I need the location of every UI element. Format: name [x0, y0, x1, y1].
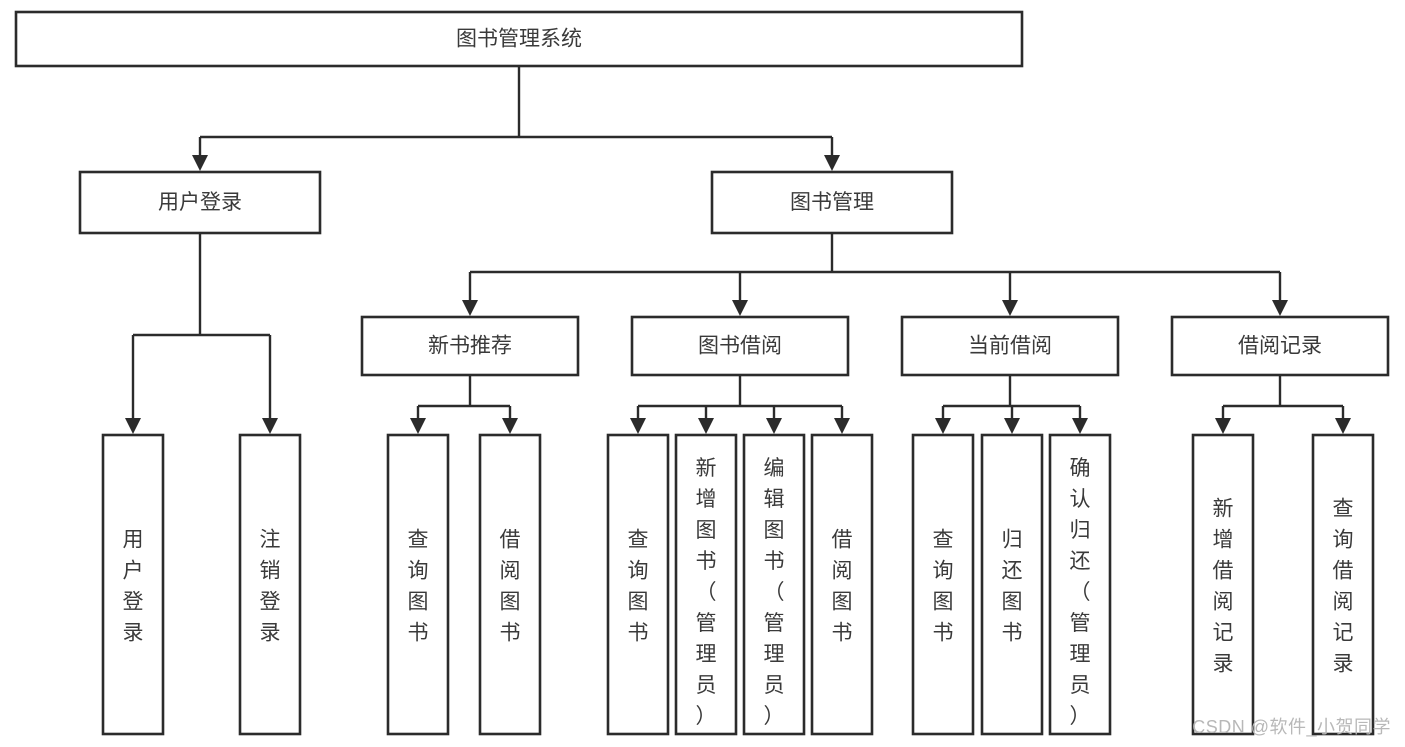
- node-l2_1[interactable]: 图书借阅: [630, 315, 850, 377]
- node-l1_1[interactable]: 图书管理: [710, 170, 954, 235]
- node-label: 新书推荐: [428, 335, 512, 358]
- node-label: 归还图书: [1002, 529, 1023, 645]
- node-leaf_4[interactable]: 查询图书: [606, 433, 670, 736]
- node-l2_2[interactable]: 当前借阅: [900, 315, 1120, 377]
- node-label: 借阅记录: [1238, 335, 1322, 358]
- node-leaf_3[interactable]: 借阅图书: [478, 433, 542, 736]
- arrow-head-icon: [262, 418, 278, 434]
- node-label: 确认归还（管理员）: [1070, 457, 1091, 728]
- arrow-head-icon: [462, 300, 478, 316]
- arrow-head-icon: [502, 418, 518, 434]
- node-leaf_6[interactable]: 编辑图书（管理员）: [742, 433, 806, 736]
- node-box[interactable]: [14, 10, 1024, 68]
- node-leaf_8[interactable]: 查询图书: [911, 433, 975, 736]
- arrow-head-icon: [1004, 418, 1020, 434]
- node-label: 查询图书: [408, 529, 429, 645]
- node-label: 新增借阅记录: [1213, 498, 1234, 676]
- node-leaf_7[interactable]: 借阅图书: [810, 433, 874, 736]
- node-box[interactable]: [478, 433, 542, 736]
- node-box[interactable]: [710, 170, 954, 235]
- arrow-head-icon: [1335, 418, 1351, 434]
- node-label: 新增图书（管理员）: [696, 457, 717, 728]
- node-box[interactable]: [238, 433, 302, 736]
- node-box[interactable]: [606, 433, 670, 736]
- node-label: 查询图书: [933, 529, 954, 645]
- node-leaf_12[interactable]: 查询借阅记录: [1311, 433, 1375, 736]
- node-label: 查询借阅记录: [1333, 498, 1354, 676]
- watermark-label: CSDN @软件_小贺同学: [1192, 717, 1391, 737]
- node-label: 注销登录: [260, 529, 281, 645]
- arrow-head-icon: [1002, 300, 1018, 316]
- arrow-head-icon: [630, 418, 646, 434]
- connector-layer: [125, 66, 1351, 434]
- node-l2_0[interactable]: 新书推荐: [360, 315, 580, 377]
- node-box[interactable]: [810, 433, 874, 736]
- node-leaf_10[interactable]: 确认归还（管理员）: [1048, 433, 1112, 736]
- node-label: 编辑图书（管理员）: [764, 457, 785, 728]
- node-leaf_11[interactable]: 新增借阅记录: [1191, 433, 1255, 736]
- node-box[interactable]: [101, 433, 165, 736]
- node-leaf_9[interactable]: 归还图书: [980, 433, 1044, 736]
- node-label: 用户登录: [158, 191, 242, 214]
- node-box[interactable]: [78, 170, 322, 235]
- node-label: 借阅图书: [500, 529, 521, 645]
- node-leaf_1[interactable]: 注销登录: [238, 433, 302, 736]
- arrow-head-icon: [935, 418, 951, 434]
- node-label: 用户登录: [123, 529, 144, 645]
- arrow-head-icon: [1215, 418, 1231, 434]
- node-leaf_5[interactable]: 新增图书（管理员）: [674, 433, 738, 736]
- node-root[interactable]: 图书管理系统: [14, 10, 1024, 68]
- node-label: 当前借阅: [968, 335, 1052, 358]
- node-box[interactable]: [742, 433, 806, 736]
- arrow-head-icon: [698, 418, 714, 434]
- arrow-head-icon: [125, 418, 141, 434]
- node-box[interactable]: [911, 433, 975, 736]
- arrow-head-icon: [1272, 300, 1288, 316]
- arrow-head-icon: [192, 155, 208, 171]
- node-label: 图书借阅: [698, 335, 782, 358]
- node-l2_3[interactable]: 借阅记录: [1170, 315, 1390, 377]
- node-box[interactable]: [674, 433, 738, 736]
- node-box[interactable]: [1311, 433, 1375, 736]
- node-box[interactable]: [386, 433, 450, 736]
- arrow-head-icon: [824, 155, 840, 171]
- node-box[interactable]: [980, 433, 1044, 736]
- node-box[interactable]: [900, 315, 1120, 377]
- node-box[interactable]: [1048, 433, 1112, 736]
- node-leaf_2[interactable]: 查询图书: [386, 433, 450, 736]
- node-box[interactable]: [360, 315, 580, 377]
- node-label: 查询图书: [628, 529, 649, 645]
- node-box[interactable]: [1170, 315, 1390, 377]
- node-l1_0[interactable]: 用户登录: [78, 170, 322, 235]
- node-box[interactable]: [630, 315, 850, 377]
- node-label: 图书管理系统: [456, 28, 582, 51]
- arrow-head-icon: [410, 418, 426, 434]
- arrow-head-icon: [766, 418, 782, 434]
- node-label: 借阅图书: [832, 529, 853, 645]
- node-box[interactable]: [1191, 433, 1255, 736]
- arrow-head-icon: [732, 300, 748, 316]
- node-leaf_0[interactable]: 用户登录: [101, 433, 165, 736]
- node-label: 图书管理: [790, 191, 874, 214]
- arrow-head-icon: [1072, 418, 1088, 434]
- arrow-head-icon: [834, 418, 850, 434]
- node-layer: 图书管理系统用户登录图书管理新书推荐图书借阅当前借阅借阅记录用户登录注销登录查询…: [14, 10, 1390, 736]
